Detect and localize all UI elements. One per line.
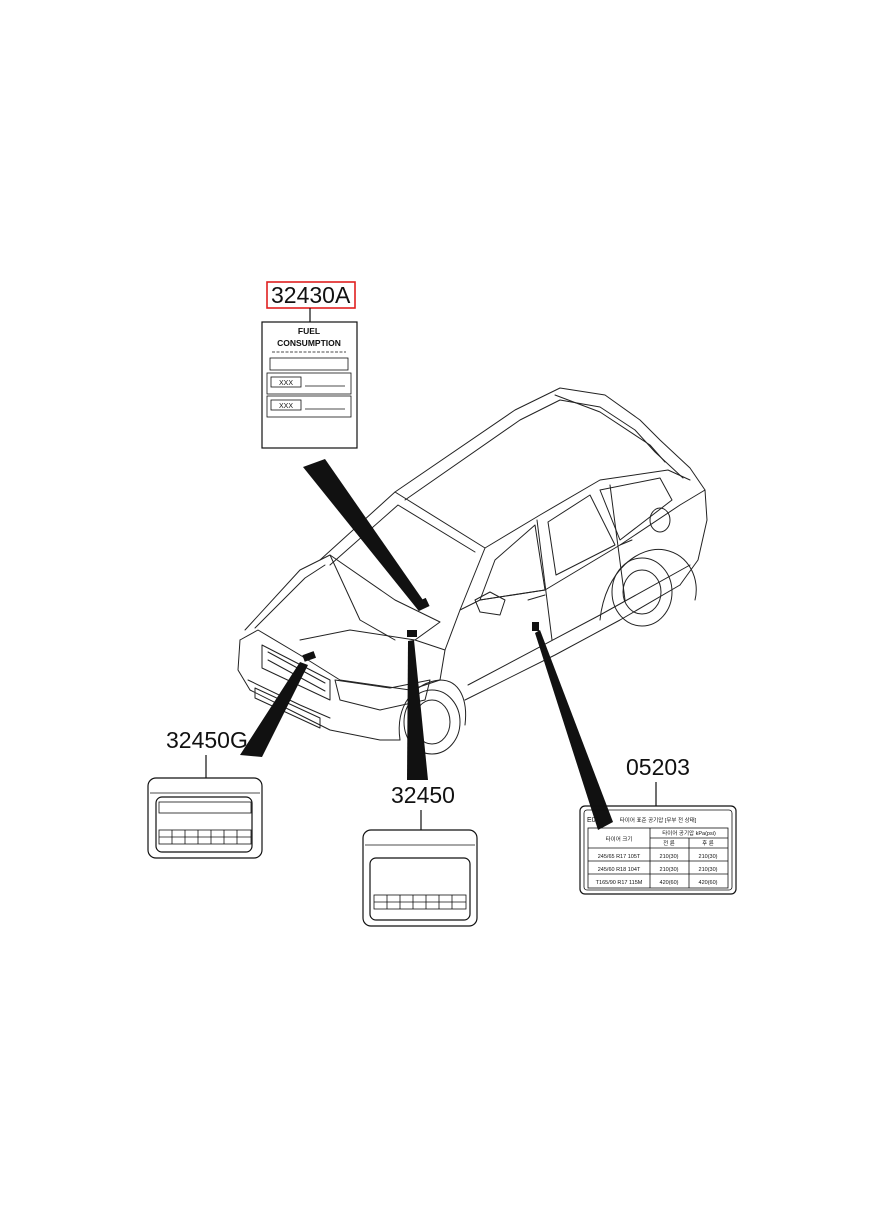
callout-05203[interactable]: 05203 bbox=[626, 754, 690, 806]
tire-row-rear: 210(30) bbox=[699, 854, 718, 860]
leader-wedges bbox=[240, 459, 613, 830]
wedge-fuel bbox=[303, 459, 425, 610]
tire-col-size: 타이어 크기 bbox=[606, 835, 633, 843]
callout-32450g[interactable]: 32450G bbox=[166, 727, 248, 778]
tire-row-size: 245/65 R17 105T bbox=[598, 854, 641, 860]
fuel-consumption-label: FUEL CONSUMPTION XXX XXX bbox=[261, 321, 358, 449]
wedge-tire bbox=[535, 630, 613, 830]
tire-row-size: 245/60 R18 104T bbox=[598, 867, 641, 873]
tire-row-rear: 210(30) bbox=[699, 867, 718, 873]
tire-pressure-label: E01 타이어 표준 공기압 [무부 전 상태] 타이어 크기 타이어 공기압 … bbox=[579, 805, 737, 895]
callout-highlight-box bbox=[266, 281, 356, 309]
tire-row-rear: 420(60) bbox=[699, 880, 718, 886]
tire-col-front: 전 륜 bbox=[663, 839, 675, 847]
tire-label-title: 타이어 표준 공기압 [무부 전 상태] bbox=[620, 816, 697, 824]
vehicle-drawing bbox=[237, 387, 708, 755]
wedge-engine bbox=[407, 640, 428, 780]
tire-row-front: 420(60) bbox=[660, 880, 679, 886]
hood-label bbox=[147, 777, 263, 859]
mark-tire bbox=[532, 622, 539, 631]
engine-label-grid bbox=[373, 894, 467, 910]
fuel-label-line2: CONSUMPTION bbox=[277, 338, 341, 348]
callout-label: 32450 bbox=[391, 782, 455, 808]
engine-label bbox=[362, 829, 478, 927]
fuel-row2-code: XXX bbox=[279, 403, 293, 410]
callout-32430a[interactable]: 32430A bbox=[266, 281, 356, 322]
fuel-row1-code: XXX bbox=[279, 380, 293, 387]
tire-col-rear: 후 륜 bbox=[702, 840, 714, 847]
tire-label-code: E01 bbox=[587, 817, 600, 824]
tire-row-front: 210(30) bbox=[660, 854, 679, 860]
tire-row-front: 210(30) bbox=[660, 867, 679, 873]
hood-label-grid bbox=[158, 829, 252, 845]
callout-32450[interactable]: 32450 bbox=[391, 782, 455, 830]
tire-col-pressure: 타이어 공기압 kPa(psi) bbox=[662, 829, 716, 837]
callout-label: 32450G bbox=[166, 727, 248, 753]
callout-label: 32430A bbox=[271, 282, 351, 308]
tire-row-size: T165/90 R17 115M bbox=[596, 880, 643, 886]
callout-label: 05203 bbox=[626, 754, 690, 780]
fuel-label-line1: FUEL bbox=[298, 326, 320, 336]
mark-fuel bbox=[414, 597, 430, 612]
mark-hood bbox=[302, 651, 317, 662]
wedge-hood bbox=[240, 662, 308, 757]
mark-engine bbox=[407, 630, 417, 637]
